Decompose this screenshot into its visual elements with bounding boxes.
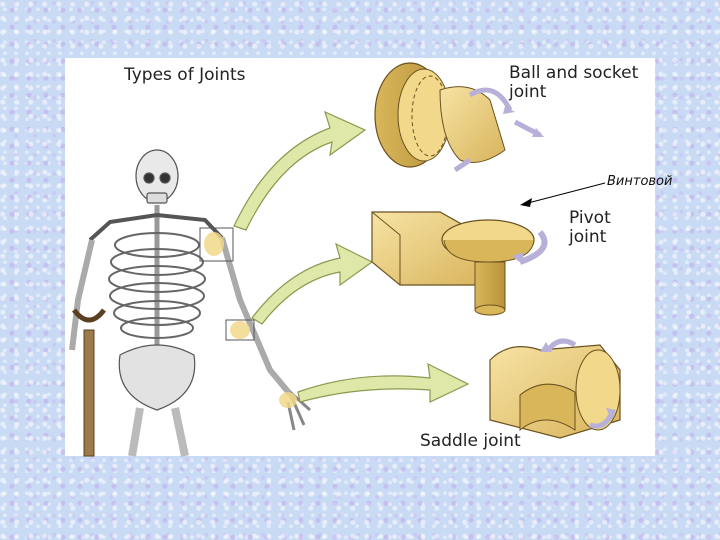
saddle-joint-label: Saddle joint <box>420 431 521 451</box>
arrow-to-pivot <box>251 242 374 325</box>
diagram-title: Types of Joints <box>124 65 246 85</box>
ball-and-socket-label: Ball and socket joint <box>509 63 639 102</box>
annotation-label: Винтовой <box>607 174 673 189</box>
elbow-joint-highlight <box>230 321 250 339</box>
saddle-joint-illustration <box>489 338 621 439</box>
arrow-to-saddle <box>297 362 470 403</box>
arrow-to-ball-socket <box>233 110 367 231</box>
shoulder-joint-highlight <box>204 232 224 256</box>
skeleton-figure <box>69 149 312 457</box>
pivot-joint-illustration <box>371 211 548 316</box>
wrist-joint-highlight <box>279 392 297 408</box>
annotation-arrowhead <box>520 198 532 207</box>
spade <box>72 308 106 457</box>
pivot-joint-label: Pivot joint <box>569 208 611 247</box>
ball-and-socket-joint-illustration <box>374 62 544 173</box>
elbow-highlight-box <box>225 319 255 341</box>
annotation-pointer <box>527 182 606 204</box>
shoulder-highlight-box <box>199 227 234 262</box>
